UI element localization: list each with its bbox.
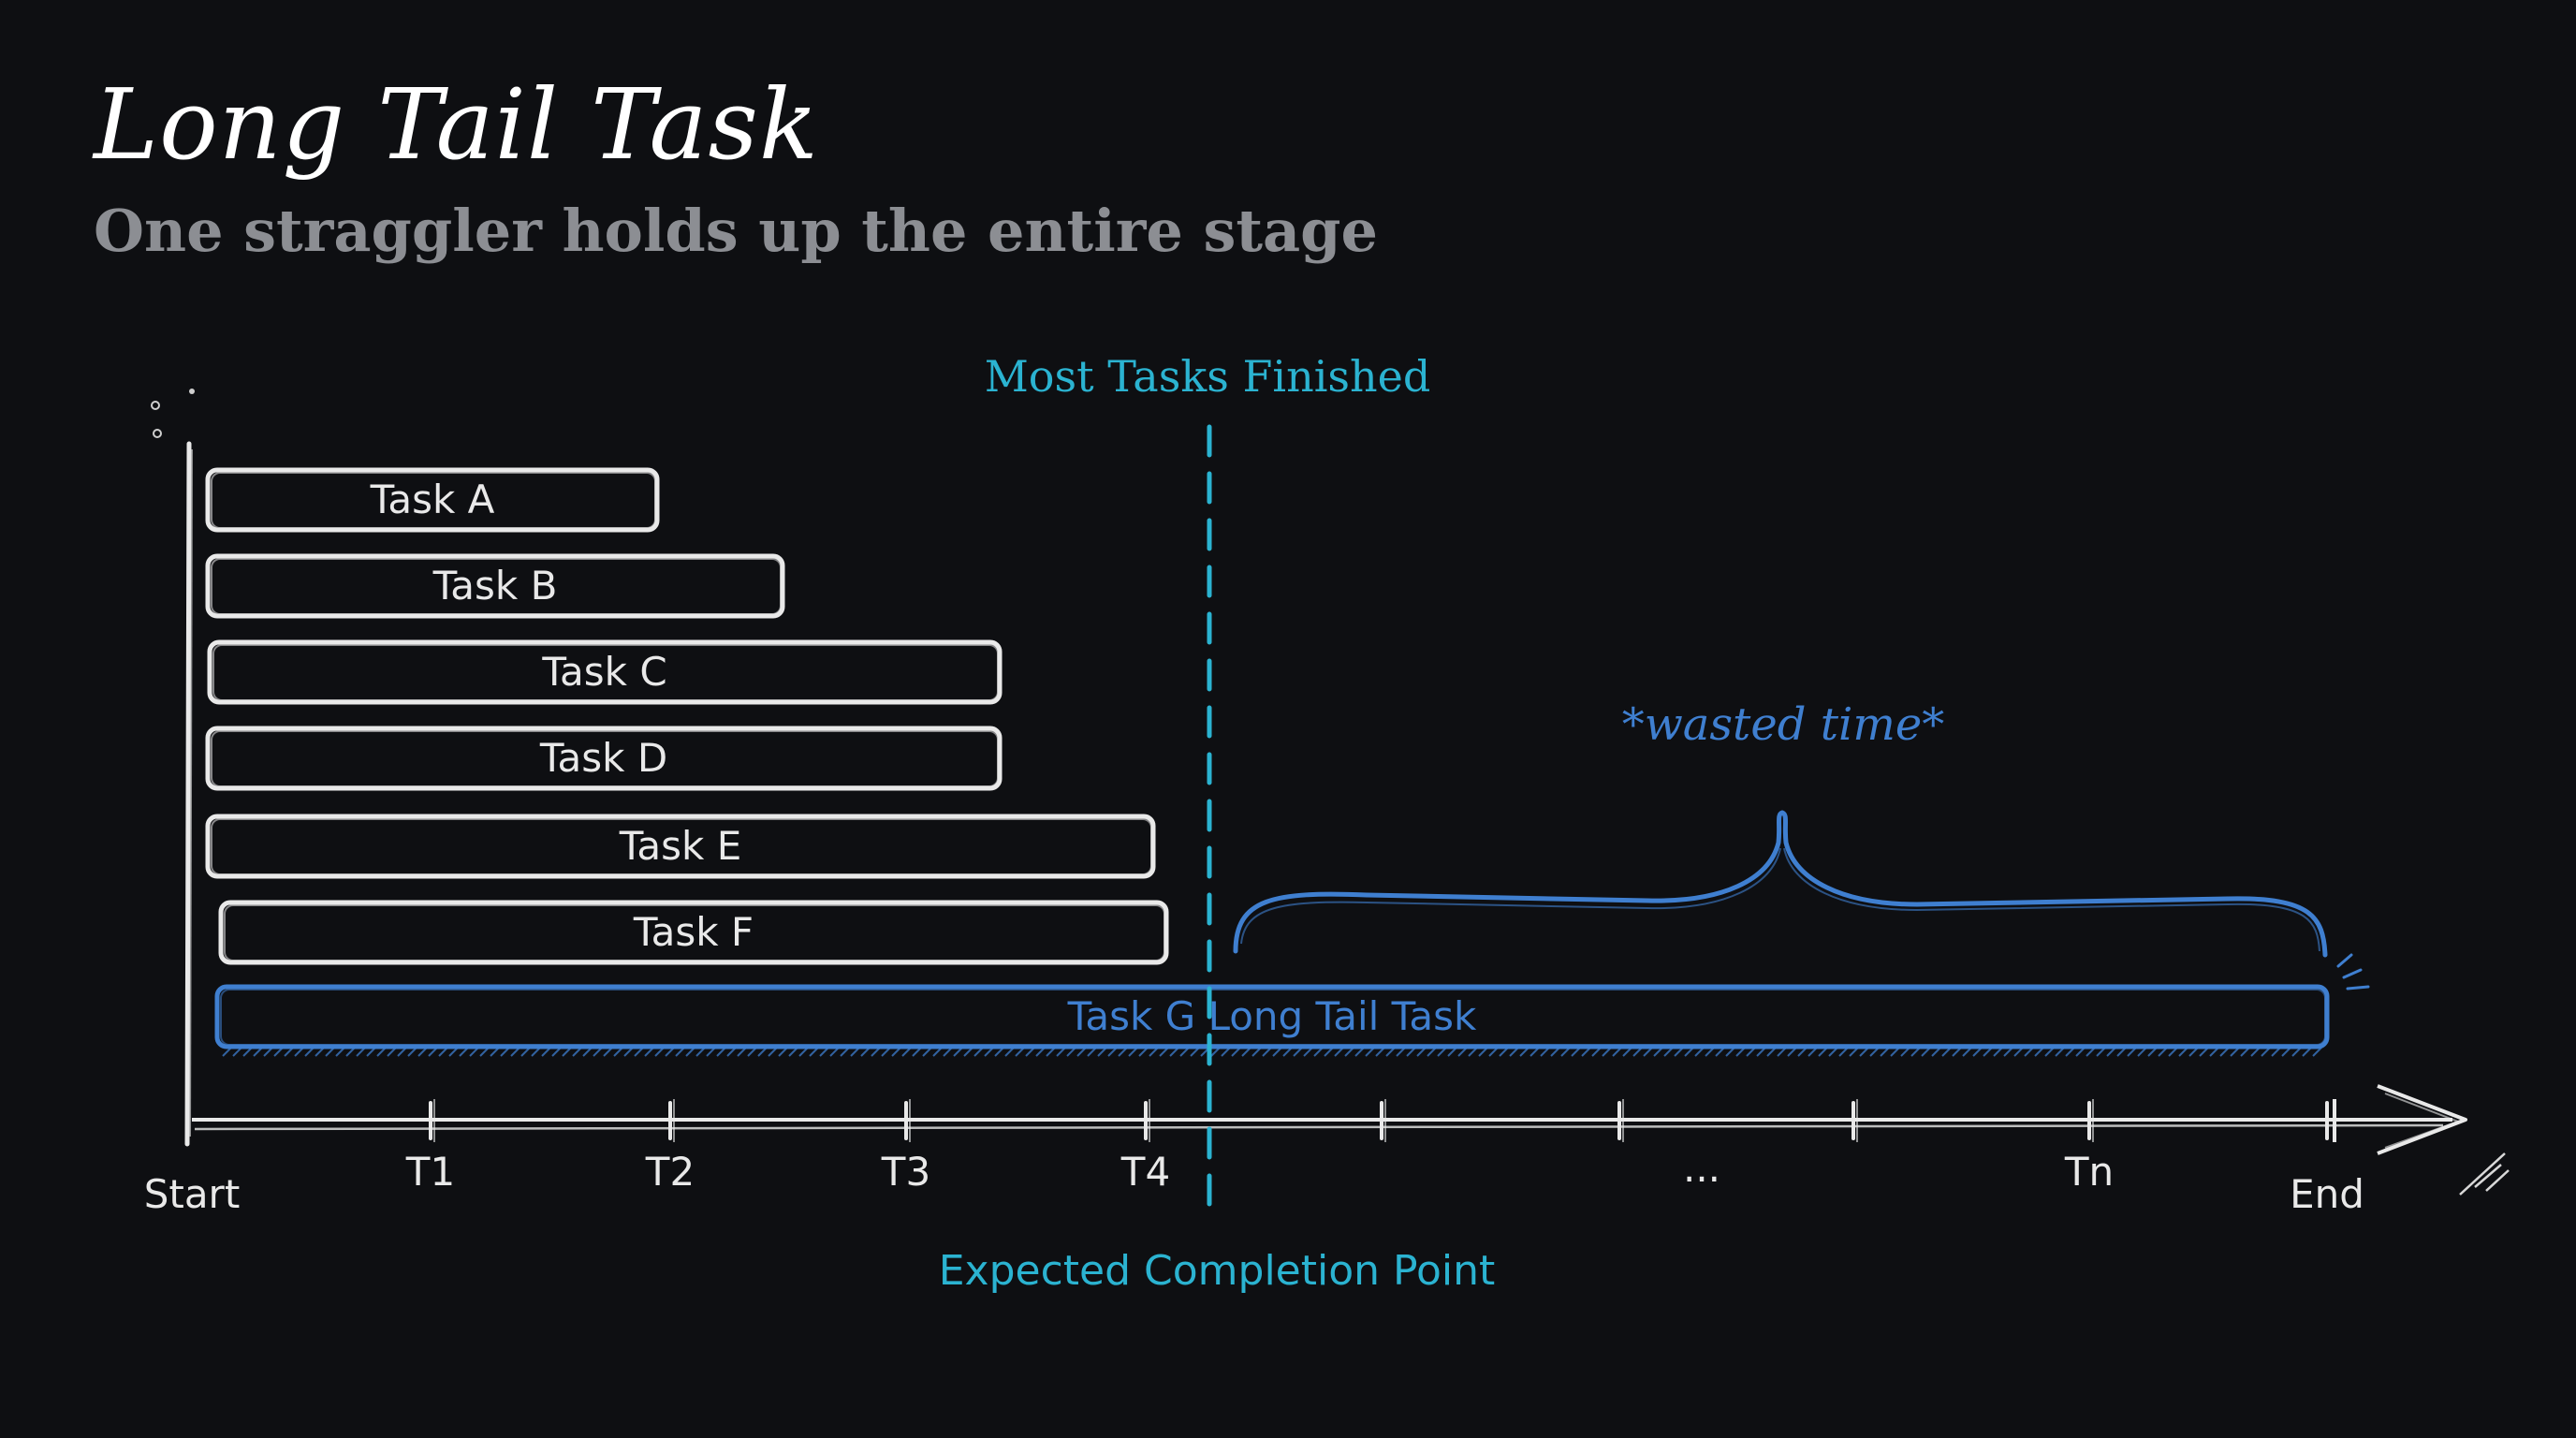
axis-tick-label: T2	[645, 1149, 695, 1195]
task-bar: Task E	[205, 814, 1156, 879]
most-tasks-finished-label: Most Tasks Finished	[985, 351, 1431, 402]
axis-tick-label: End	[2290, 1171, 2364, 1217]
wasted-time-label: *wasted time*	[1622, 698, 1945, 751]
sketch-dot	[151, 401, 160, 410]
axis-ticks: Start T1 T2 T3 T4... Tn End	[144, 1099, 2364, 1217]
task-label: Task E	[619, 823, 742, 869]
long-tail-hatch	[222, 1047, 2322, 1057]
task-label: Task F	[633, 909, 754, 955]
task-bar: Task F	[218, 900, 1169, 965]
task-bar: Task C	[207, 639, 1003, 705]
timeline-axis	[192, 1084, 2467, 1155]
task-label: Task A	[370, 477, 495, 522]
task-label: Task G Long Tail Task	[1067, 993, 1477, 1039]
axis-tick-label: T1	[405, 1149, 455, 1195]
task-label: Task D	[539, 735, 667, 781]
vertical-axis-sketch	[189, 448, 193, 1137]
axis-tick-label: Tn	[2064, 1149, 2114, 1195]
page-title: Long Tail Task	[94, 67, 819, 182]
task-bar: Task B	[205, 553, 785, 619]
axis-tick-label: T4	[1120, 1149, 1170, 1195]
task-label: Task C	[541, 649, 666, 695]
sketch-hatch	[2459, 1152, 2510, 1196]
page-subtitle: One straggler holds up the entire stage	[94, 197, 1378, 265]
axis-tick-label: ...	[1683, 1145, 1720, 1191]
axis-tick-label: Start	[144, 1171, 241, 1217]
wasted-time-brace	[1233, 810, 2370, 990]
sketch-dot	[189, 389, 195, 394]
axis-arrowhead	[2377, 1084, 2467, 1155]
vertical-axis	[184, 441, 192, 1147]
expected-completion-label: Expected Completion Point	[939, 1247, 1496, 1295]
sketch-accent-marks	[2336, 953, 2370, 990]
task-bar: Task D	[205, 726, 1003, 791]
task-label: Task B	[432, 563, 558, 609]
long-tail-task-bar: Task G Long Tail Task	[214, 984, 2330, 1057]
task-bars: Task A Task B Task C Task D Task E Task F Task…	[205, 467, 2330, 1057]
axis-tick-label: T3	[881, 1149, 930, 1195]
sketch-dot	[153, 429, 162, 438]
task-bar: Task A	[205, 467, 660, 533]
